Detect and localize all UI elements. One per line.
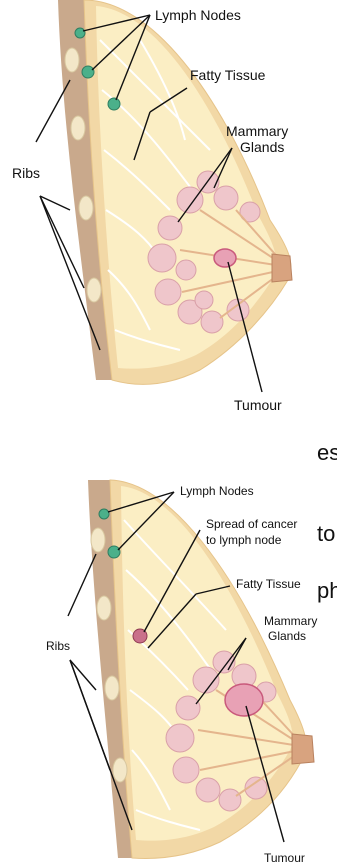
nipple xyxy=(272,254,292,282)
tumour xyxy=(214,249,236,267)
lymph-node xyxy=(99,509,109,519)
lymph-node xyxy=(108,98,120,110)
spread-of-cancer-label-line2: to lymph node xyxy=(206,533,282,547)
rib xyxy=(71,116,85,140)
tumour-label: Tumour xyxy=(264,851,305,865)
breast-anatomy-diagram-top: Lymph Nodes Fatty Tissue Mammary Glands … xyxy=(0,0,337,420)
fatty-tissue-label: Fatty Tissue xyxy=(190,67,266,83)
lymph-nodes-label: Lymph Nodes xyxy=(180,484,254,498)
rib xyxy=(87,278,101,302)
clipped-text-fragment: es xyxy=(317,440,337,466)
mammary-glands-label-line1: Mammary xyxy=(226,123,288,139)
rib xyxy=(105,676,119,700)
lymph-node xyxy=(75,28,85,38)
lymph-node xyxy=(108,546,120,558)
rib xyxy=(79,196,93,220)
breast-anatomy-diagram-bottom: Lymph Nodes Spread of cancer to lymph no… xyxy=(0,470,337,867)
lymph-nodes-label: Lymph Nodes xyxy=(155,7,241,23)
mammary-glands-label-line2: Glands xyxy=(240,139,284,155)
tumour-label: Tumour xyxy=(234,397,282,413)
rib xyxy=(91,528,105,552)
fatty-tissue-label: Fatty Tissue xyxy=(236,577,301,591)
breast-illustration-bottom: Lymph Nodes Spread of cancer to lymph no… xyxy=(0,470,337,867)
nipple xyxy=(292,734,314,764)
spread-of-cancer-label-line1: Spread of cancer xyxy=(206,517,297,531)
tumour xyxy=(225,684,263,716)
mammary-glands-label-line2: Glands xyxy=(268,629,306,643)
breast-illustration-top: Lymph Nodes Fatty Tissue Mammary Glands … xyxy=(0,0,337,420)
rib xyxy=(65,48,79,72)
rib xyxy=(113,758,127,782)
ribs-label: Ribs xyxy=(46,639,70,653)
lymph-node xyxy=(82,66,94,78)
rib xyxy=(97,596,111,620)
ribs-label: Ribs xyxy=(12,165,40,181)
mammary-glands-label-line1: Mammary xyxy=(264,614,317,628)
